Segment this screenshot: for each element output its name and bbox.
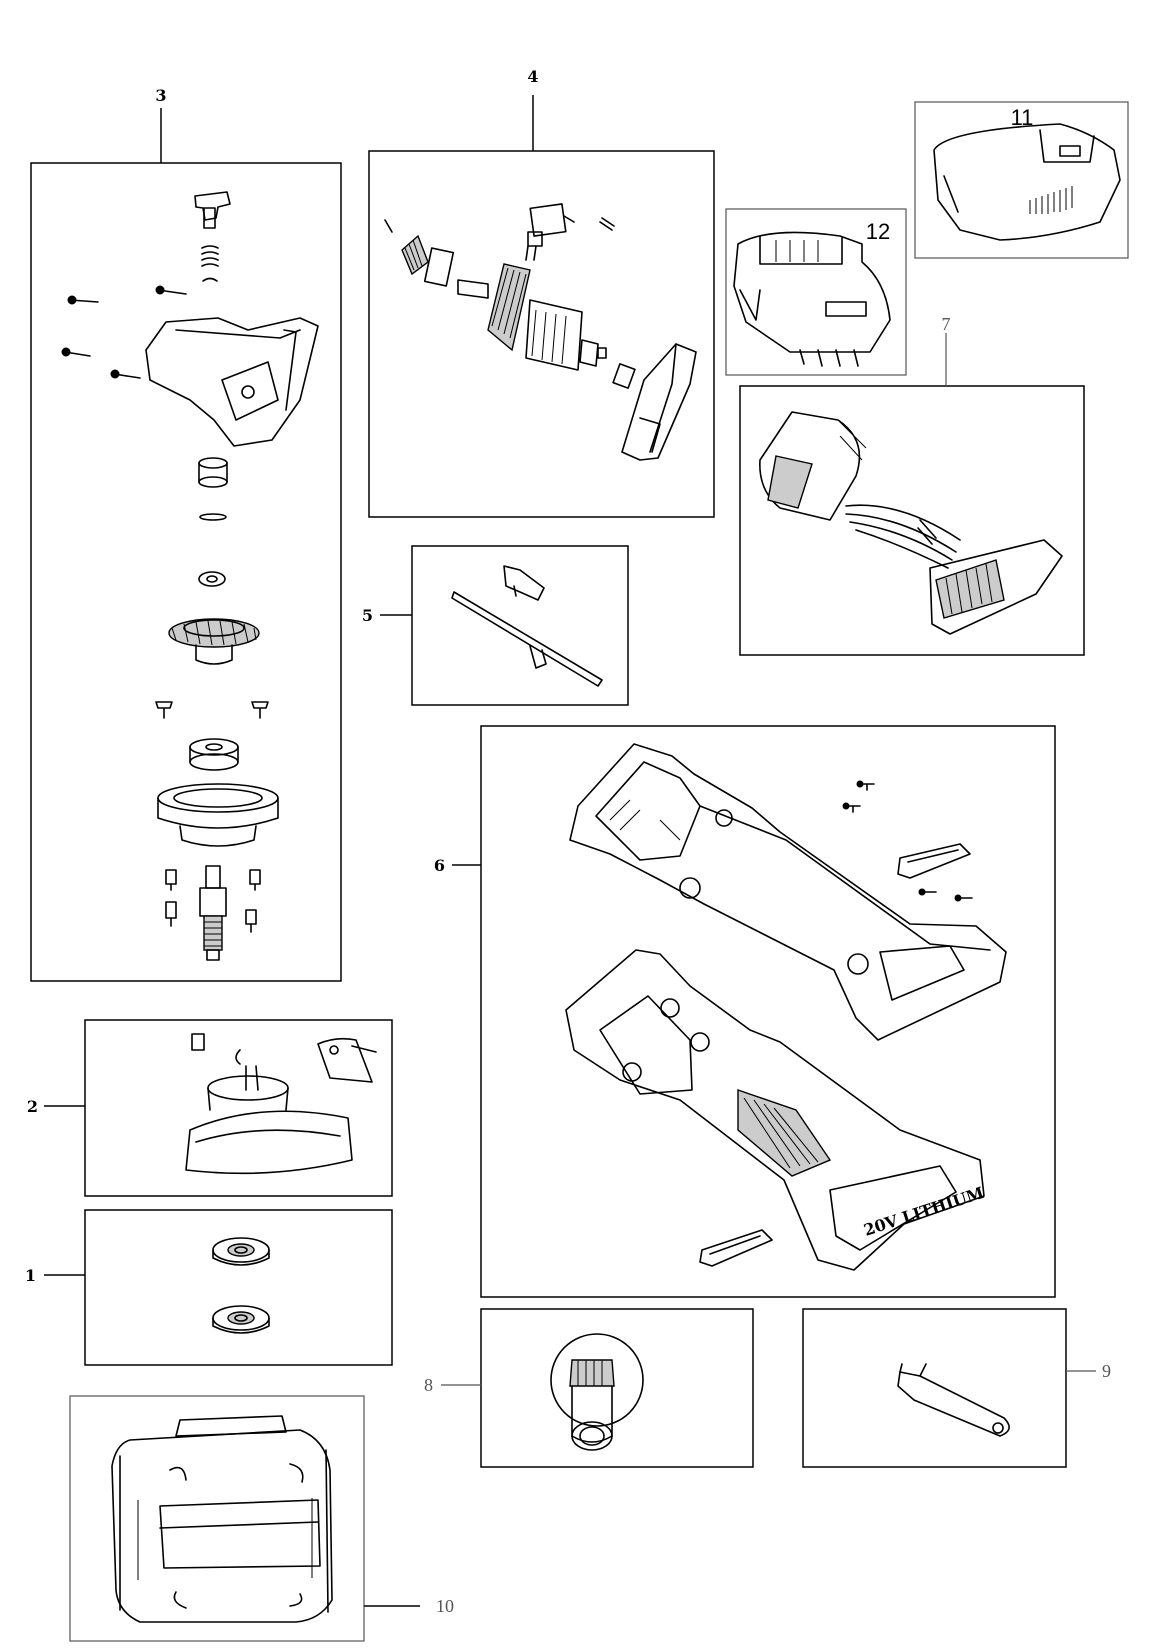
group-4-motor: 4: [368, 67, 715, 518]
group-7-frame: [739, 385, 1085, 656]
lock-spring: [201, 245, 219, 282]
charger-body: [933, 123, 1121, 241]
group-5-switch-rod: 5: [362, 545, 629, 706]
case-body: [111, 1415, 333, 1623]
group-1-flanges: 1: [25, 1209, 393, 1366]
group-11-charger: 11: [914, 101, 1129, 259]
wiring-harness: [845, 504, 961, 569]
rear-bearing: [612, 363, 636, 389]
controller-board: [929, 539, 1063, 635]
inner-flange: [212, 1305, 270, 1334]
bevel-gear: [168, 618, 260, 665]
housing-cover-plate: [897, 843, 971, 879]
housing-lower-cover-plate: [699, 1229, 773, 1267]
group-6-housing: 6 20V LITHIUM: [434, 725, 1056, 1298]
retaining-ring: [199, 513, 227, 521]
needle-bearing: [198, 457, 228, 488]
output-spindle: [199, 865, 227, 961]
switch-rod: [451, 591, 603, 687]
motor-end-plate: [621, 343, 697, 461]
callout-5: 5: [362, 606, 373, 625]
flange-screws: [165, 869, 261, 933]
head-screws: [61, 285, 187, 379]
callout-7: 7: [942, 314, 951, 334]
group-3-frame: [30, 162, 342, 982]
group-12-frame: [725, 208, 907, 376]
spindle-lock-button: [194, 191, 231, 229]
pinion-gear: [401, 234, 429, 276]
microswitch: [525, 203, 575, 261]
callout-4: 4: [527, 67, 538, 86]
housing-left-half: [569, 743, 1007, 1041]
housing-screws: [842, 780, 973, 902]
switch-lever: [503, 565, 545, 601]
outer-flange-nut: [212, 1237, 270, 1266]
ball-bearing: [189, 738, 239, 771]
callout-10: 10: [436, 1596, 454, 1616]
group-3-gear-head: 3: [30, 86, 342, 982]
group-5-frame: [411, 545, 629, 706]
spring-pin: [599, 217, 615, 231]
guard-key: [191, 1033, 205, 1051]
group-2-wheel-guard: 2: [27, 1019, 393, 1197]
group-6-frame: [480, 725, 1056, 1298]
callout-8: 8: [424, 1375, 433, 1395]
group-2-frame: [84, 1019, 393, 1197]
callout-3: 3: [155, 86, 166, 105]
group-9-frame: [802, 1308, 1067, 1468]
group-8-spindle-nut: 8: [424, 1308, 754, 1468]
group-10-carry-case: 10: [69, 1395, 454, 1642]
bearing-plate-screws: [155, 701, 269, 719]
group-12-battery-pack: 12: [725, 208, 907, 376]
callout-12: 12: [866, 219, 890, 244]
callout-2: 2: [27, 1097, 38, 1116]
bushing: [423, 247, 455, 287]
guard-clamp-lever: [317, 1037, 377, 1083]
armature: [457, 263, 607, 371]
gear-nut: [198, 571, 226, 587]
spanner-wrench: [897, 1363, 1010, 1437]
battery-body: [733, 231, 891, 367]
gear-housing: [145, 317, 319, 447]
housing-right-half: 20V LITHIUM: [565, 949, 986, 1271]
group-4-frame: [368, 150, 715, 518]
group-1-frame: [84, 1209, 393, 1366]
group-8-frame: [480, 1308, 754, 1468]
group-11-frame: [914, 101, 1129, 259]
pin: [384, 219, 393, 233]
group-10-frame: [69, 1395, 365, 1642]
group-9-spanner: 9: [802, 1308, 1111, 1468]
callout-6: 6: [434, 856, 445, 875]
guard-clip: [235, 1049, 241, 1065]
callout-9: 9: [1102, 1361, 1111, 1381]
battery-branding: 20V LITHIUM: [861, 1183, 986, 1240]
stator: [759, 411, 867, 521]
callout-1: 1: [25, 1266, 36, 1285]
spindle-nut-assembly: [550, 1333, 644, 1451]
guard-shield: [185, 1065, 353, 1175]
callout-11: 11: [1011, 105, 1034, 130]
bearing-flange: [157, 783, 279, 847]
group-7-stator-controller: 7: [739, 314, 1085, 656]
